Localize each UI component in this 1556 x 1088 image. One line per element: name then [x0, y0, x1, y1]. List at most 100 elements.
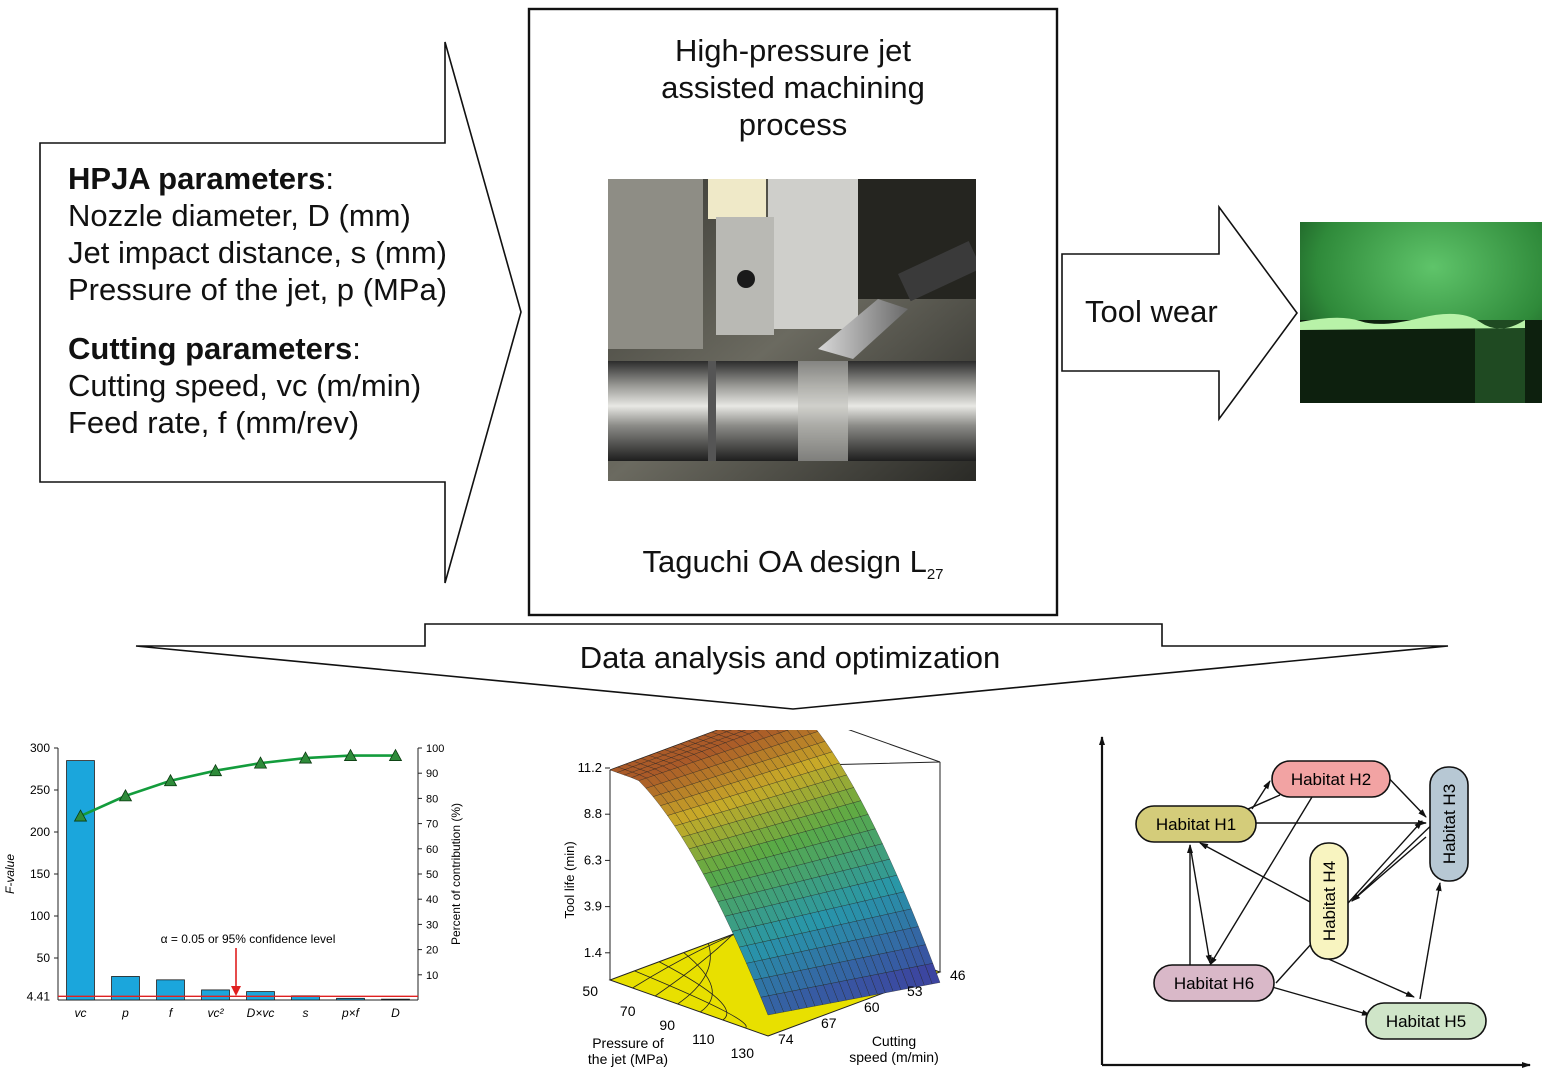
habitat-link-arrow [1275, 820, 1423, 984]
z-tick-label: 1.4 [584, 945, 602, 960]
habitat-label: Habitat H2 [1291, 770, 1371, 789]
cutting-item: Feed rate, f (mm/rev) [68, 405, 360, 440]
x-tick-label: vc [75, 1006, 87, 1020]
habitat-label: Habitat H6 [1174, 974, 1254, 993]
y-tick-label: 53 [907, 983, 923, 999]
x-axis-title: Pressure of [592, 1035, 664, 1051]
habitat-node [1429, 766, 1469, 882]
tool-wear-image [1300, 222, 1542, 403]
bar [156, 979, 185, 1001]
y2-tick-label: 80 [426, 793, 438, 805]
bar [111, 976, 140, 1001]
habitat-node [1309, 842, 1349, 960]
habitat-label: Habitat H5 [1386, 1012, 1466, 1031]
y2-tick-label: 20 [426, 945, 438, 957]
surface-cell [737, 730, 746, 732]
tool-wear-label: Tool wear [1085, 294, 1218, 329]
analysis-label: Data analysis and optimization [579, 640, 1001, 675]
x-tick-label: 110 [692, 1031, 715, 1047]
x-tick-label: D [391, 1006, 400, 1020]
cumulative-marker [343, 748, 358, 761]
x-tick-label: 50 [582, 983, 598, 999]
z-tick-label: 8.8 [584, 806, 602, 821]
habitat-label: Habitat H1 [1156, 815, 1236, 834]
habitat-link-arrow [1209, 796, 1313, 966]
habitat-link-arrow [1271, 986, 1371, 1016]
hpja-heading: HPJA parameters [68, 161, 326, 196]
cumulative-marker [298, 751, 313, 764]
x-tick-label: p [121, 1006, 129, 1020]
cumulative-line [79, 754, 396, 818]
x-tick-label: f [169, 1006, 174, 1020]
habitat-link-arrow [1323, 956, 1415, 998]
anova-bar-chart: 501001502002503001020304050607080901004.… [3, 741, 463, 1020]
y-tick-label: 100 [30, 909, 50, 923]
y2-tick-label: 50 [426, 869, 438, 881]
input-parameters: HPJA parameters: Nozzle diameter, D (mm)… [68, 160, 508, 441]
habitat-node [1153, 964, 1275, 1002]
y-tick-label: 150 [30, 867, 50, 881]
contour-line [683, 952, 713, 1013]
y-axis-title: Cutting [872, 1033, 916, 1049]
taguchi-design: Taguchi OA design L27 [642, 544, 944, 584]
x-tick-label: s [303, 1006, 309, 1020]
contour-line [677, 943, 711, 1005]
habitat-link-arrow [1199, 842, 1313, 904]
threshold-annotation: α = 0.05 or 95% confidence level [161, 932, 336, 946]
x-tick-label: p×f [341, 1006, 361, 1020]
cumulative-marker [118, 789, 133, 802]
habitat-link-arrow [1419, 882, 1442, 1000]
x-tick-label: 130 [731, 1045, 755, 1061]
surface-cell [753, 730, 760, 732]
bar [201, 989, 230, 1001]
habitat-link-arrow [1251, 780, 1271, 810]
y-tick-label: 67 [821, 1015, 837, 1031]
x-tick-label: vc² [208, 1006, 225, 1020]
x-tick-label: 70 [620, 1003, 636, 1019]
tool-life-surface [609, 730, 941, 1016]
habitat-link-arrow [1351, 816, 1441, 902]
cutting-item: Cutting speed, vc (m/min) [68, 368, 422, 403]
z-tick-label: 6.3 [584, 852, 602, 867]
analysis-arrow [135, 623, 1449, 710]
habitat-node [1271, 760, 1391, 798]
y-tick-label: 46 [950, 967, 966, 983]
threshold-label: 4.41 [27, 989, 51, 1003]
habitat-node [1135, 805, 1257, 843]
bar [381, 998, 410, 1001]
x-tick-label: D×vc [247, 1006, 275, 1020]
y-axis-title: F-value [3, 854, 17, 894]
x-axis-title: the jet (MPa) [588, 1051, 668, 1067]
contour-line [654, 934, 734, 997]
hpja-item: Pressure of the jet, p (MPa) [68, 272, 448, 307]
contour-line [634, 970, 747, 1029]
y-axis-title: speed (m/min) [849, 1049, 938, 1065]
process-title: High-pressure jet assisted machining pro… [661, 33, 925, 142]
z-tick-label: 3.9 [584, 899, 602, 914]
x-tick-label: 90 [659, 1017, 675, 1033]
y2-tick-label: 40 [426, 894, 438, 906]
z-axis-title: Tool life (min) [562, 841, 577, 918]
hpja-item: Jet impact distance, s (mm) [68, 235, 447, 270]
y2-axis-title: Percent of contribution (%) [449, 803, 463, 945]
bar [66, 760, 95, 1001]
cumulative-marker [163, 773, 178, 787]
habitat-link-arrow [1351, 836, 1427, 902]
y-tick-label: 50 [37, 951, 51, 965]
cumulative-marker [208, 763, 223, 777]
cumulative-marker [253, 756, 268, 769]
y2-tick-label: 10 [426, 970, 438, 982]
surface-cell [760, 995, 777, 1016]
y-tick-label: 200 [30, 825, 50, 839]
hpja-item: Nozzle diameter, D (mm) [68, 198, 411, 233]
tool-wear-arrow [1061, 204, 1298, 422]
contour-line [658, 961, 728, 1021]
annotation-arrow-head [231, 986, 241, 996]
input-arrow [39, 41, 522, 584]
y-tick-label: 74 [778, 1031, 794, 1047]
habitat-label: Habitat H4 [1320, 861, 1339, 941]
y2-tick-label: 100 [426, 743, 444, 755]
y2-tick-label: 60 [426, 844, 438, 856]
